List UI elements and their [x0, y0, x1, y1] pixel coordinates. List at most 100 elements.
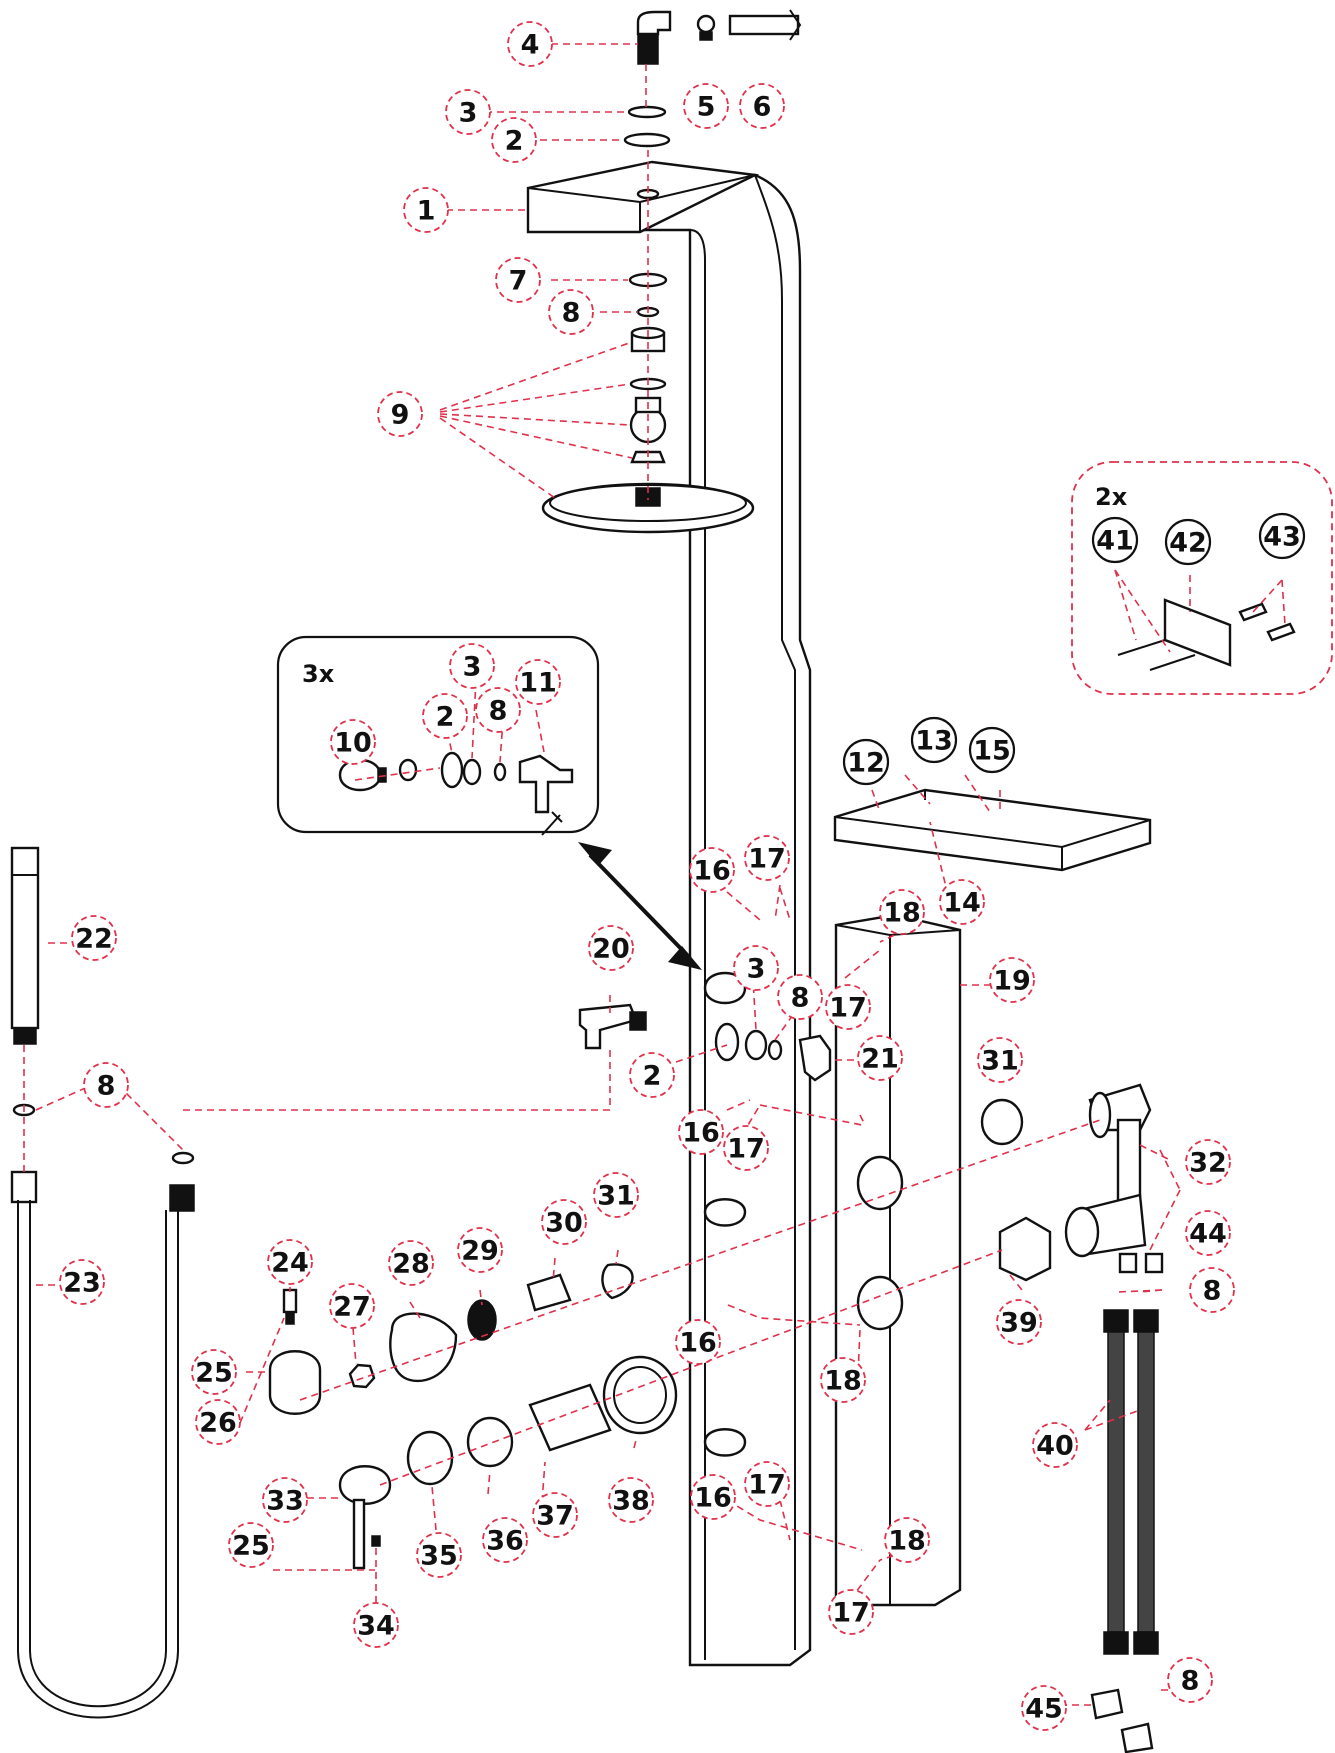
- part-label-l25b: 25: [228, 1522, 274, 1568]
- part-label-number: 37: [536, 1501, 574, 1532]
- part-label-circle: [422, 693, 468, 739]
- part-label-l15: 15: [968, 726, 1016, 774]
- part-label-circle: [1258, 512, 1306, 560]
- part-label-circle: [910, 716, 958, 764]
- part-label-l18a: 18: [879, 889, 925, 935]
- part-label-circle: [449, 643, 495, 689]
- part-label-number: 33: [266, 1486, 304, 1517]
- part-label-circle: [842, 738, 890, 786]
- part-label-l39: 39: [996, 1299, 1042, 1345]
- part-label-l26: 26: [195, 1399, 241, 1445]
- part-label-l8e: 8: [1189, 1267, 1235, 1313]
- part-label-number: 41: [1096, 526, 1134, 557]
- part-label-circle: [744, 835, 790, 881]
- top-nut: [696, 14, 716, 41]
- part-label-number: 3: [747, 954, 766, 985]
- part-label-l8f: 8: [1167, 1657, 1213, 1703]
- part-label-number: 17: [832, 1598, 870, 1629]
- part-label-l42: 42: [1164, 518, 1212, 566]
- part-label-number: 16: [682, 1118, 720, 1149]
- part-label-l6: 6: [739, 83, 785, 129]
- hand-shower: [10, 846, 40, 1045]
- column-jets: [703, 971, 747, 1457]
- part-label-number: 29: [461, 1236, 499, 1267]
- part-label-l32: 32: [1185, 1139, 1231, 1185]
- part-label-number: 44: [1189, 1219, 1227, 1250]
- part-label-circle: [675, 1319, 721, 1365]
- part-label-l40: 40: [1032, 1422, 1078, 1468]
- part-label-number: 28: [392, 1249, 430, 1280]
- part-label-number: 43: [1263, 522, 1301, 553]
- upper-mixer: [268, 1263, 634, 1415]
- part-label-l11: 11: [515, 659, 561, 705]
- part-label-circle: [828, 1589, 874, 1635]
- part-label-circle: [857, 1035, 903, 1081]
- washer-2-top: [623, 132, 671, 148]
- part-label-circle: [267, 1239, 313, 1285]
- part-label-circle: [884, 1517, 930, 1563]
- part-label-circle: [191, 1349, 237, 1395]
- part-label-l16c: 16: [675, 1319, 721, 1365]
- part-label-number: 27: [333, 1292, 371, 1323]
- part-label-circle: [629, 1052, 675, 1098]
- part-label-circle: [879, 889, 925, 935]
- part-label-l28: 28: [388, 1240, 434, 1286]
- part-label-number: 2: [436, 702, 455, 733]
- part-label-l31b: 31: [593, 1172, 639, 1218]
- part-label-l19: 19: [989, 957, 1035, 1003]
- part-label-number: 2: [505, 126, 524, 157]
- part-label-circle: [968, 726, 1016, 774]
- part-label-l16a: 16: [689, 847, 735, 893]
- part-label-number: 19: [993, 966, 1031, 997]
- part-label-circle: [683, 83, 729, 129]
- part-label-number: 25: [232, 1531, 270, 1562]
- rain-shower-head: [541, 482, 755, 534]
- part-label-l38: 38: [608, 1477, 654, 1523]
- lower-mixer: [338, 1355, 678, 1570]
- part-label-number: 14: [943, 888, 981, 919]
- part-label-l31a: 31: [977, 1037, 1023, 1083]
- washer-3-top: [627, 105, 667, 119]
- part-label-number: 36: [486, 1526, 524, 1557]
- part-label-l45: 45: [1021, 1685, 1067, 1731]
- part-label-circle: [515, 659, 561, 705]
- hose-washer-right: [171, 1151, 195, 1165]
- part-label-number: 8: [489, 696, 508, 727]
- part-label-number: 7: [509, 266, 528, 297]
- part-label-l44: 44: [1185, 1210, 1231, 1256]
- part-label-circle: [723, 1125, 769, 1171]
- part-label-l8b: 8: [475, 687, 521, 733]
- part-label-circle: [1164, 518, 1212, 566]
- part-label-l23: 23: [59, 1259, 105, 1305]
- part-label-l17e: 17: [828, 1589, 874, 1635]
- part-label-l33: 33: [262, 1477, 308, 1523]
- part-label-l43: 43: [1258, 512, 1306, 560]
- part-label-number: 21: [861, 1044, 899, 1075]
- part-label-circle: [989, 957, 1035, 1003]
- part-label-l9: 9: [377, 391, 423, 437]
- part-label-number: 10: [334, 728, 372, 759]
- shower-holder: [578, 1003, 647, 1050]
- part-label-number: 18: [888, 1526, 926, 1557]
- part-label-l2a: 2: [491, 117, 537, 163]
- part-label-l14: 14: [939, 879, 985, 925]
- part-label-circle: [388, 1240, 434, 1286]
- part-label-number: 8: [791, 983, 810, 1014]
- part-label-l3b: 3: [449, 643, 495, 689]
- part-label-number: 42: [1169, 528, 1207, 559]
- part-label-circle: [495, 257, 541, 303]
- part-label-number: 39: [1000, 1308, 1038, 1339]
- part-label-number: 24: [271, 1248, 309, 1279]
- part-label-circle: [195, 1399, 241, 1445]
- valve-body: [1064, 1083, 1152, 1258]
- part-label-circle: [820, 1357, 866, 1403]
- part-label-l35: 35: [416, 1532, 462, 1578]
- part-label-l10: 10: [330, 719, 376, 765]
- part-label-l1: 1: [403, 187, 449, 233]
- detail-box-3x-title: 3x: [302, 660, 335, 688]
- part-label-circle: [1021, 1685, 1067, 1731]
- part-label-number: 8: [562, 298, 581, 329]
- part-label-number: 16: [679, 1328, 717, 1359]
- part-label-circle: [939, 879, 985, 925]
